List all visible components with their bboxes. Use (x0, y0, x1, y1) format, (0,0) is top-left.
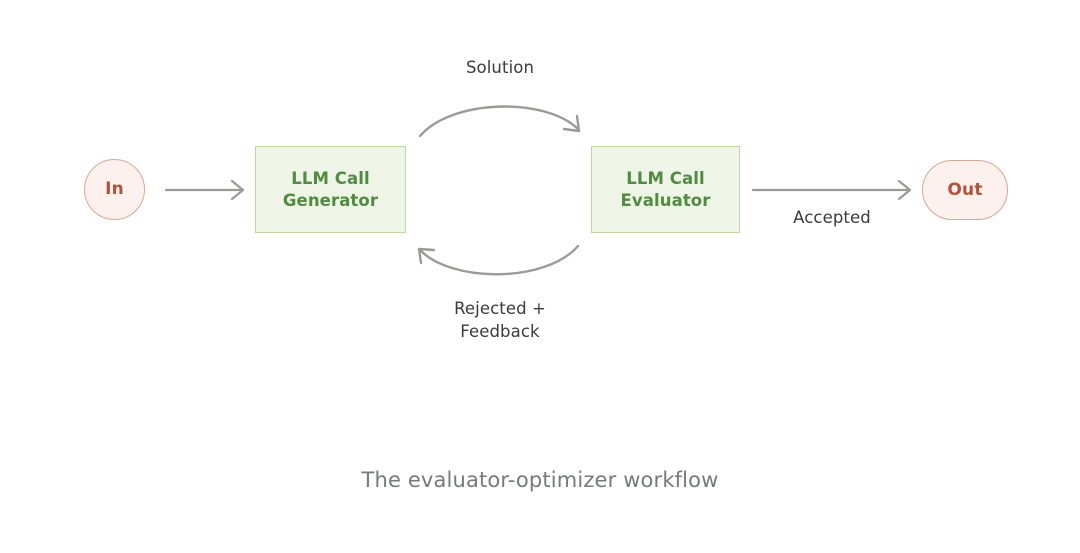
arrow-shaft-generator-to-evaluator (418, 105, 580, 138)
node-output-label: Out (947, 179, 983, 200)
edge-label-rejected-feedback: Rejected + Feedback (454, 299, 546, 341)
edge-label-solution: Solution (465, 58, 535, 77)
node-llm-call-generator: LLM Call Generator (255, 146, 406, 233)
node-llm-call-generator-label: LLM Call Generator (282, 168, 379, 210)
node-input-label: In (105, 179, 124, 199)
node-output: Out (922, 160, 1008, 220)
arrowhead-evaluator-to-generator (417, 247, 436, 265)
arrowhead-in-to-generator (230, 179, 245, 201)
node-llm-call-evaluator: LLM Call Evaluator (591, 146, 740, 233)
diagram-caption: The evaluator-optimizer workflow (361, 468, 719, 492)
arrowhead-evaluator-to-out (897, 179, 912, 201)
node-input: In (84, 159, 145, 220)
node-llm-call-evaluator-label: LLM Call Evaluator (620, 168, 711, 210)
arrowhead-generator-to-evaluator (562, 114, 581, 133)
edge-in-to-generator (164, 179, 245, 201)
edge-evaluator-to-generator (417, 244, 580, 276)
arrow-shaft-evaluator-to-generator (418, 244, 580, 276)
edge-generator-to-evaluator (418, 105, 581, 138)
edge-evaluator-to-out (751, 179, 912, 201)
edge-label-accepted: Accepted (793, 208, 871, 227)
